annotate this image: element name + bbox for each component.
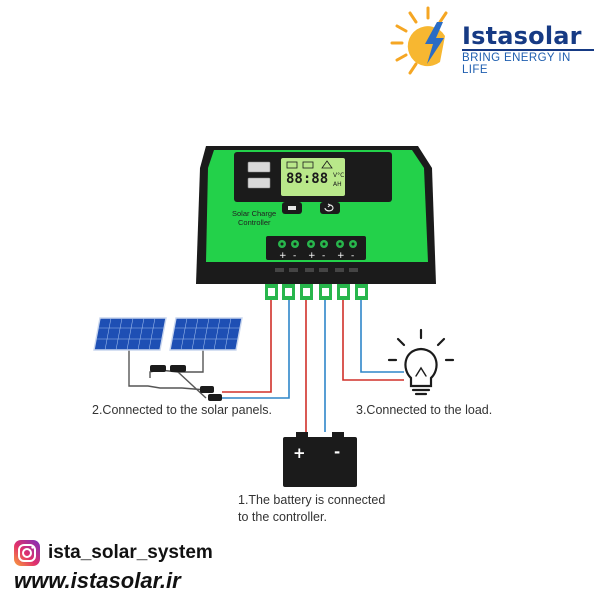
controller-label-line2: Controller xyxy=(238,218,271,227)
screw-terminals xyxy=(278,240,357,248)
solar-charge-controller: 88:88 V°C AH Solar Charge Controller + -… xyxy=(196,146,436,284)
usb-port-bottom xyxy=(247,177,271,189)
battery-minus: - xyxy=(334,443,340,461)
mc4-connectors xyxy=(150,365,222,401)
lcd-digits: 88:88 xyxy=(286,171,328,187)
caption-battery-line2: to the controller. xyxy=(238,510,327,524)
website-url[interactable]: www.istasolar.ir xyxy=(14,568,181,593)
solar-panel-left xyxy=(93,317,167,351)
terminal-sign-3: + xyxy=(308,251,316,261)
brand-underline xyxy=(462,49,594,51)
instagram-icon xyxy=(14,540,40,566)
lcd-ah: AH xyxy=(333,181,342,188)
instagram-icon-slot xyxy=(14,540,40,566)
instagram-handle-row[interactable]: ista_solar_system xyxy=(14,540,213,566)
terminal-sign-2: - xyxy=(293,251,296,261)
battery-plus: + xyxy=(293,444,306,462)
terminal-sign-1: + xyxy=(279,251,287,261)
battery-icon: + - xyxy=(283,432,357,487)
lcd-unit: V°C xyxy=(333,172,344,179)
terminal-connectors xyxy=(265,284,368,300)
caption-solar-panels: 2.Connected to the solar panels. xyxy=(92,403,272,417)
lightbulb-icon xyxy=(387,328,455,396)
istasolar-logo-icon xyxy=(390,6,448,75)
terminal-sign-4: - xyxy=(322,251,325,261)
wiring xyxy=(128,300,404,432)
brand-name: Istasolar xyxy=(462,22,582,50)
solar-panel-right xyxy=(169,317,243,351)
usb-port-top xyxy=(247,161,271,173)
caption-battery-line1: 1.The battery is connected xyxy=(238,493,386,507)
instagram-handle[interactable]: ista_solar_system xyxy=(48,542,213,563)
terminal-sign-6: - xyxy=(351,251,354,261)
controller-label-line1: Solar Charge xyxy=(232,209,276,218)
return-button[interactable] xyxy=(320,202,340,214)
caption-battery: 1.The battery is connected to the contro… xyxy=(238,492,385,526)
terminal-sign-5: + xyxy=(337,251,345,261)
brand-tagline: BRING ENERGY IN LIFE xyxy=(462,52,571,76)
caption-load: 3.Connected to the load. xyxy=(356,403,493,417)
